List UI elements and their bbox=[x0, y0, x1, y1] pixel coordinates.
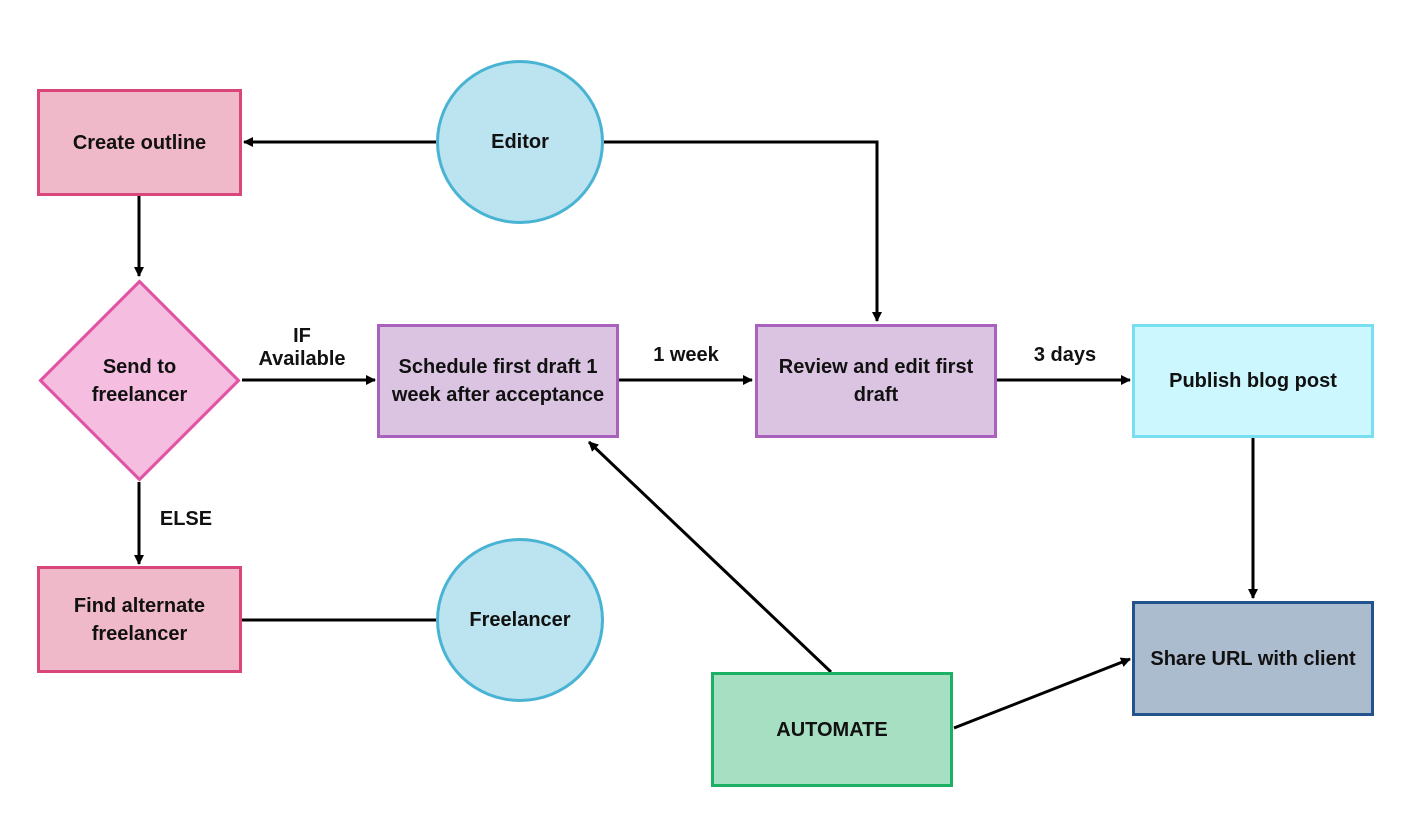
share-url-node[interactable]: Share URL with client bbox=[1132, 601, 1374, 716]
review-and-edit-node[interactable]: Review and edit first draft bbox=[755, 324, 997, 438]
editor-label: Editor bbox=[491, 131, 549, 153]
share-url-label: Share URL with client bbox=[1150, 647, 1356, 670]
edge-label-three-days: 3 days bbox=[1033, 344, 1097, 366]
automate-node[interactable]: AUTOMATE bbox=[711, 672, 953, 787]
find-alternate-freelancer-label: Find alternate freelancer bbox=[73, 594, 206, 645]
publish-blog-post-label: Publish blog post bbox=[1169, 370, 1337, 392]
edge-automate-to-schedule bbox=[587, 440, 833, 674]
find-alternate-freelancer-node[interactable]: Find alternate freelancer bbox=[37, 566, 242, 673]
schedule-first-draft-node[interactable]: Schedule first draft 1 week after accept… bbox=[377, 324, 619, 438]
edge-label-if: IF bbox=[293, 325, 311, 347]
edge-editor-to-review bbox=[604, 140, 882, 322]
edge-label-available: Available bbox=[258, 348, 346, 370]
publish-blog-post-node[interactable]: Publish blog post bbox=[1132, 324, 1374, 438]
create-outline-label: Create outline bbox=[72, 131, 207, 154]
schedule-first-draft-label: Schedule first draft 1 week after accept… bbox=[391, 356, 605, 406]
edge-automate-to-share bbox=[953, 657, 1131, 730]
create-outline-node[interactable]: Create outline bbox=[37, 89, 242, 196]
send-to-freelancer-node[interactable]: Send to freelancer bbox=[38, 279, 241, 482]
edge-label-else: ELSE bbox=[159, 508, 213, 530]
edge-label-one-week: 1 week bbox=[653, 344, 719, 366]
send-to-freelancer-label: Send to freelancer bbox=[91, 355, 188, 406]
freelancer-node[interactable]: Freelancer bbox=[436, 538, 604, 702]
review-and-edit-label: Review and edit first draft bbox=[778, 356, 974, 406]
editor-node[interactable]: Editor bbox=[436, 60, 604, 224]
automate-label: AUTOMATE bbox=[776, 718, 888, 741]
freelancer-label: Freelancer bbox=[469, 609, 571, 631]
